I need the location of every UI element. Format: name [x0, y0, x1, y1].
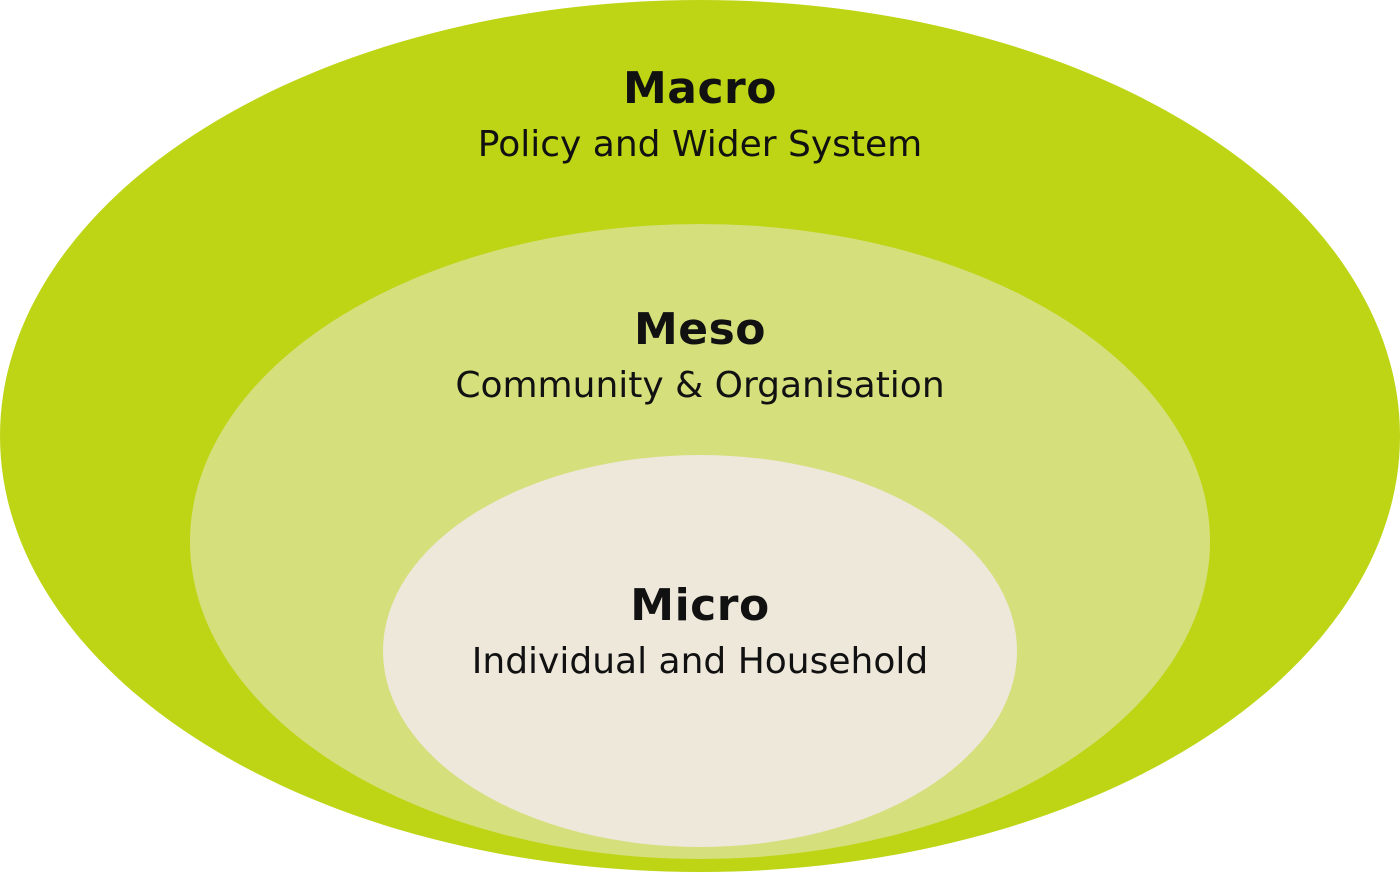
macro-subtitle: Policy and Wider System	[477, 124, 923, 165]
meso-title: Meso	[633, 304, 767, 355]
macro-title: Macro	[623, 63, 777, 114]
macro-label: Macro Policy and Wider System	[0, 61, 1400, 173]
meso-label: Meso Community & Organisation	[0, 302, 1400, 414]
micro-subtitle: Individual and Household	[471, 641, 929, 682]
micro-label: Micro Individual and Household	[0, 578, 1400, 690]
meso-subtitle: Community & Organisation	[455, 365, 945, 406]
micro-ellipse	[383, 455, 1017, 847]
micro-title: Micro	[630, 580, 770, 631]
